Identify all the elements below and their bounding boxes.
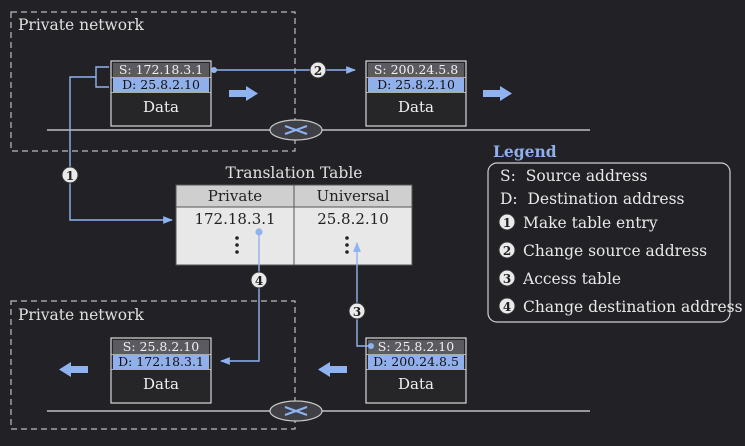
top-router-icon — [269, 119, 323, 141]
translation-table-title: Translation Table — [226, 164, 363, 182]
table-continuation-dots — [235, 236, 349, 254]
legend-step4-badge-icon — [498, 297, 516, 315]
step2-badge-icon: 2 — [309, 61, 327, 79]
bottom-translated-source-address: S: 25.8.2.10 — [123, 339, 199, 354]
legend-step1-label: Make table entry — [523, 214, 658, 232]
svg-text:3: 3 — [353, 305, 361, 319]
bottom-router-icon — [269, 400, 323, 422]
legend-step3-badge-icon — [498, 269, 516, 287]
top-translated-source-address: S: 200.24.5.8 — [374, 62, 458, 77]
table-column-universal: Universal — [316, 187, 389, 205]
bottom-translated-data: Data — [143, 375, 179, 393]
svg-text:4: 4 — [255, 274, 263, 288]
bottom-incoming-source-address: S: 25.8.2.10 — [378, 339, 454, 354]
bottom-incoming-packet: S: 25.8.2.10 D: 200.24.8.5 Data — [365, 337, 467, 404]
legend-title: Legend — [493, 142, 557, 161]
svg-text:1: 1 — [503, 216, 511, 230]
legend-step4-label: Change destination address — [523, 298, 743, 316]
top-translated-destination-address: D: 25.8.2.10 — [377, 77, 455, 92]
top-outgoing-packet: S: 172.18.3.1 D: 25.8.2.10 Data — [110, 60, 212, 127]
bottom-incoming-destination-address: D: 200.24.8.5 — [373, 354, 459, 369]
table-cell-universal: 25.8.2.10 — [317, 210, 389, 228]
bottom-private-network-label: Private network — [18, 306, 145, 324]
bottom-incoming-data: Data — [398, 375, 434, 393]
top-translated-packet: S: 200.24.5.8 D: 25.8.2.10 Data — [365, 60, 467, 127]
legend-step2-badge-icon — [498, 241, 516, 259]
top-translated-direction-arrow — [483, 86, 512, 101]
top-outgoing-data: Data — [143, 98, 179, 116]
bottom-incoming-direction-arrow — [318, 362, 347, 377]
svg-text:3: 3 — [503, 272, 511, 286]
top-private-network-label: Private network — [18, 16, 145, 34]
legend-source-abbrev: S: Source address — [500, 167, 647, 185]
table-column-private: Private — [208, 187, 263, 205]
top-outgoing-source-address: S: 172.18.3.1 — [119, 62, 203, 77]
step1-badge-icon: 1 — [61, 166, 79, 184]
legend-step3-label: Access table — [522, 270, 621, 288]
legend-destination-abbrev: D: Destination address — [500, 190, 685, 208]
bottom-private-network-boundary — [10, 300, 296, 430]
top-private-network-boundary — [10, 11, 296, 152]
bottom-translated-packet: S: 25.8.2.10 D: 172.18.3.1 Data — [110, 337, 212, 404]
svg-text:2: 2 — [314, 64, 322, 78]
step3-badge-icon: 3 — [348, 302, 366, 320]
legend-step3: 3 Access table — [498, 269, 621, 288]
top-outgoing-direction-arrow — [229, 86, 258, 101]
step3-connector — [353, 242, 371, 347]
table-cell-private: 172.18.3.1 — [194, 210, 275, 228]
top-outgoing-destination-address: D: 25.8.2.10 — [122, 77, 200, 92]
top-translated-data: Data — [398, 98, 434, 116]
legend-step1: 1 Make table entry — [498, 213, 658, 232]
svg-text:4: 4 — [503, 300, 511, 314]
step1-connector — [69, 66, 172, 220]
translation-table — [175, 184, 413, 266]
svg-text:1: 1 — [66, 169, 74, 183]
legend-step2-label: Change source address — [523, 242, 707, 260]
legend-step4: 4 Change destination address — [498, 297, 743, 316]
step4-badge-icon: 4 — [250, 271, 268, 289]
legend-step1-badge-icon — [498, 213, 516, 231]
legend-box — [487, 162, 731, 323]
legend-step2: 2 Change source address — [498, 241, 707, 260]
svg-text:2: 2 — [503, 244, 511, 258]
bottom-translated-direction-arrow — [59, 362, 88, 377]
bottom-translated-destination-address: D: 172.18.3.1 — [118, 354, 204, 369]
